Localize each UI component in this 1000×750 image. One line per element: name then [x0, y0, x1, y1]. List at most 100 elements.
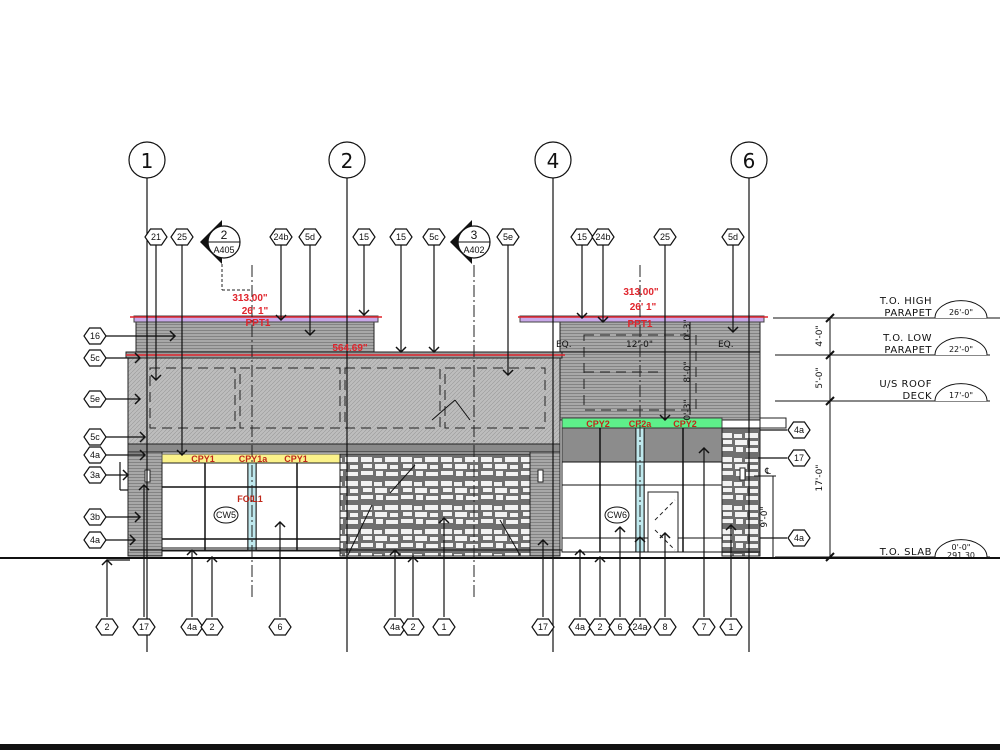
tag-label: 5c: [90, 353, 100, 363]
arrow-icon: [122, 469, 130, 481]
arrow-icon: [576, 312, 588, 320]
hexagon-tag-icon: [83, 466, 107, 484]
tag-label: 5c: [429, 232, 439, 242]
tag-label: 8: [662, 622, 667, 632]
length-annotation: 26' 1": [242, 306, 269, 317]
dimension-tick: [825, 350, 835, 360]
hexagon-tag-icon: [692, 618, 716, 636]
hexagon-tag-icon: [719, 618, 743, 636]
grid-bubble-1: 1: [128, 141, 166, 179]
curtain-wall-tag-icon: [604, 506, 630, 524]
tag-label: 24b: [273, 232, 288, 242]
hexagon-tag-icon: [531, 618, 555, 636]
tag-label: 4a: [794, 533, 804, 543]
grid-bubble-circle-icon: [534, 141, 572, 179]
tag-label: 17: [538, 622, 548, 632]
tag-label: 4a: [575, 622, 585, 632]
keynote-tag-right: 4a: [787, 529, 811, 547]
level-label-line2: T.O. SLAB: [879, 547, 932, 558]
keynote-tag-right: 17: [787, 449, 811, 467]
keynote-tag-bottom: 17: [132, 618, 156, 636]
level-label-line1: U/S ROOF: [879, 379, 932, 390]
section-number: 3: [471, 228, 478, 242]
arrow-icon: [134, 352, 142, 364]
hexagon-tag-icon: [170, 228, 194, 246]
keynote-tag-bottom: 7: [692, 618, 716, 636]
length-annotation: 26' 1": [630, 302, 657, 313]
keynote-tag-bottom: 17: [531, 618, 555, 636]
dimension-sign-height: 8'-0": [683, 361, 693, 382]
hexagon-tag-icon: [787, 529, 811, 547]
tag-label: 4a: [90, 450, 100, 460]
column-mid: [529, 451, 561, 557]
stone-veneer-center: [339, 453, 531, 557]
drawing-line: [431, 399, 456, 421]
tag-label: 5e: [503, 232, 513, 242]
hexagon-tag-icon: [132, 618, 156, 636]
hexagon-tag-icon: [628, 618, 652, 636]
centerline-symbol: ℄: [764, 467, 771, 477]
high-parapet-wall-left: [135, 319, 375, 357]
hexagon-tag-icon: [389, 228, 413, 246]
wall-light-mid: [537, 469, 544, 483]
arrow-icon: [275, 314, 287, 322]
keynote-tag-bottom: 4a: [568, 618, 592, 636]
arrow-icon: [725, 523, 737, 531]
keynote-tag-left: 3b: [83, 508, 107, 526]
drawing-line: [454, 399, 471, 421]
canopy-label: CPY1: [284, 454, 308, 464]
arrow-icon: [134, 393, 142, 405]
hexagon-tag-icon: [653, 618, 677, 636]
level-label-line1: T.O. HIGH: [879, 296, 932, 307]
hexagon-tag-icon: [268, 618, 292, 636]
level-marker-icon: [934, 383, 988, 402]
arrow-icon: [537, 538, 549, 546]
keynote-tag-bottom: 1: [719, 618, 743, 636]
tag-label: 15: [396, 232, 406, 242]
tag-label: 15: [577, 232, 587, 242]
length-annotation: 564.69": [332, 343, 368, 354]
keynote-tag-top: 25: [170, 228, 194, 246]
tag-label: 4a: [90, 535, 100, 545]
arrow-icon: [634, 535, 646, 543]
grid-bubble-circle-icon: [730, 141, 768, 179]
curtain-wall-tag: CW6: [607, 510, 627, 520]
dimension-gap: 0'-3": [683, 319, 693, 340]
hexagon-tag-icon: [95, 618, 119, 636]
hexagon-tag-icon: [83, 428, 107, 446]
arrow-icon: [176, 449, 188, 457]
keynote-tag-bottom: 6: [608, 618, 632, 636]
arrow-icon: [727, 326, 739, 334]
canopy-label: CPY1: [191, 454, 215, 464]
tag-label: 2: [209, 622, 214, 632]
hexagon-tag-icon: [496, 228, 520, 246]
hexagon-tag-icon: [432, 618, 456, 636]
canopy-label: CPY1a: [239, 454, 269, 464]
tag-label: 5c: [90, 432, 100, 442]
tag-label: 3a: [90, 470, 100, 480]
arrow-icon: [594, 555, 606, 563]
signage-zone: [444, 367, 546, 429]
arrow-icon: [659, 531, 671, 539]
dimension-tick: [825, 313, 835, 323]
keynote-tag-top: 21: [144, 228, 168, 246]
wall-light-right: [739, 467, 746, 481]
arrow-icon: [150, 374, 162, 382]
hexagon-tag-icon: [144, 228, 168, 246]
curtain-wall-tag: CW5: [216, 510, 236, 520]
arrow-icon: [186, 548, 198, 556]
dimension-overall: 17'-0": [815, 464, 825, 491]
arrow-icon: [698, 446, 710, 454]
keynote-tag-right: 4a: [787, 421, 811, 439]
arrow-icon: [659, 414, 671, 422]
keynote-tag-left: 5e: [83, 390, 107, 408]
grid-bubble-circle-icon: [128, 141, 166, 179]
hexagon-tag-icon: [83, 349, 107, 367]
high-parapet-wall-right: [559, 319, 761, 421]
arrow-icon: [395, 346, 407, 354]
tag-label: 2: [410, 622, 415, 632]
keynote-tag-left: 16: [83, 327, 107, 345]
